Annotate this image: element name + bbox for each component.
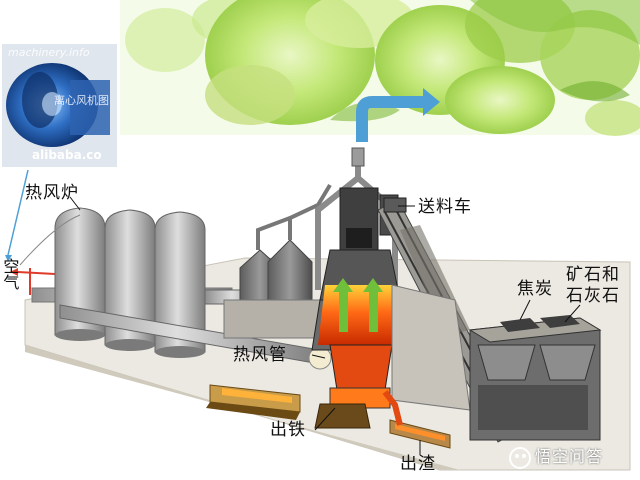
bottom-watermark: 悟空问答 (535, 447, 604, 466)
photo-top-watermark: machinery.info (8, 46, 90, 59)
label-hot-blast-stove: 热风炉 (25, 183, 79, 203)
slag-tap-channel (382, 390, 451, 449)
photo-brand-watermark: alibaba.co (32, 148, 102, 162)
label-ore-limestone-1: 矿石和 (566, 265, 620, 285)
fan-photo (2, 44, 117, 167)
flower-background (120, 0, 640, 136)
photo-caption: 离心风机图 (54, 94, 109, 107)
fan-photo-frame: machinery.info 离心风机图 alibaba.co (2, 44, 117, 167)
label-tap-iron: 出铁 (270, 420, 306, 440)
gas-flow-arrows (333, 278, 383, 332)
label-feeder-car: 送料车 (418, 197, 472, 217)
label-tap-slag: 出渣 (400, 454, 436, 474)
iron-tap-channel (206, 384, 371, 429)
material-bins (468, 315, 602, 441)
label-ore-limestone-2: 石灰石 (566, 286, 620, 306)
leader-lines (5, 169, 581, 455)
label-hot-air-pipe: 热风管 (233, 345, 287, 365)
label-air: 空气 (0, 258, 20, 290)
wukong-logo-icon (509, 447, 531, 469)
dust-catchers (223, 183, 335, 339)
exhaust-flow-arrow (356, 88, 440, 142)
hot-blast-stoves (19, 207, 206, 358)
label-coke: 焦炭 (517, 279, 553, 299)
